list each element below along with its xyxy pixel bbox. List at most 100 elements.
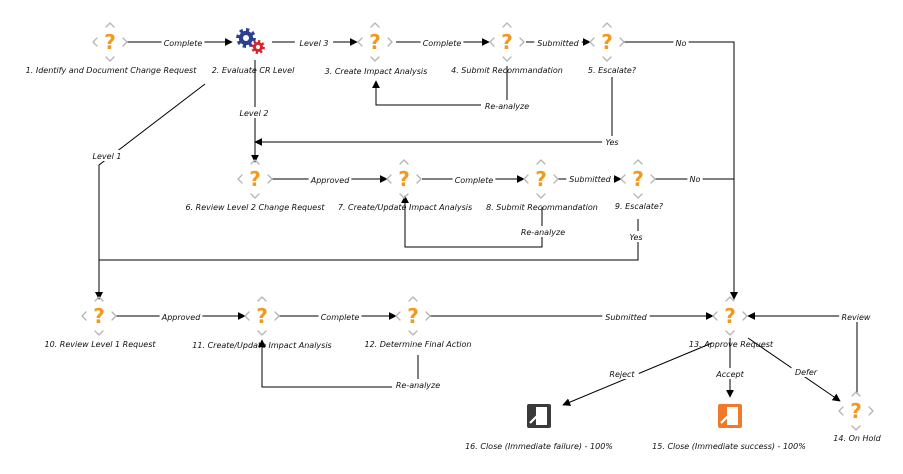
question-task-icon[interactable]: ? bbox=[237, 159, 273, 199]
node-n6[interactable]: ? 6. Review Level 2 Change Request bbox=[185, 159, 325, 212]
edge-label-group: Re-analyze bbox=[481, 100, 533, 111]
question-task-icon[interactable]: ? bbox=[386, 159, 422, 199]
edge-label-group: Accept bbox=[713, 368, 747, 379]
edge-label-background bbox=[87, 150, 127, 161]
question-task-icon[interactable]: ? bbox=[620, 159, 656, 199]
chevron-right-icon bbox=[519, 37, 525, 47]
edge-label-background bbox=[517, 226, 569, 237]
exit-orange-icon[interactable] bbox=[718, 404, 742, 428]
chevron-left-icon bbox=[489, 37, 495, 47]
question-task-icon[interactable]: ? bbox=[838, 391, 874, 431]
node-n15[interactable]: 15. Close (Immediate success) - 100% bbox=[652, 404, 806, 451]
node-n1[interactable]: ?1. Identify and Document Change Request bbox=[26, 22, 198, 75]
node-n16[interactable]: 16. Close (Immediate failure) - 100% bbox=[465, 404, 613, 451]
edge-label-background bbox=[308, 174, 352, 185]
question-mark-icon: ? bbox=[104, 30, 116, 54]
edge-label-background bbox=[294, 37, 334, 48]
chevron-down-icon bbox=[502, 56, 512, 62]
edge-label-group: Re-analyze bbox=[392, 379, 444, 390]
edge-label: Level 2 bbox=[240, 109, 269, 118]
edge-label: Approved bbox=[310, 176, 350, 185]
edge-label: Review bbox=[842, 313, 871, 322]
node-n2[interactable]: 2. Evaluate CR Level bbox=[212, 28, 295, 75]
edge-label-background bbox=[534, 37, 582, 48]
node-label: 2. Evaluate CR Level bbox=[212, 66, 295, 75]
edge-label-group: Submitted bbox=[566, 173, 614, 184]
node-n7[interactable]: ?7. Create/Update Impact Analysis bbox=[338, 159, 472, 212]
node-n11[interactable]: ? 11. Create/Update Impact Analysis bbox=[192, 296, 332, 350]
edge-n14-to-n13[interactable] bbox=[747, 312, 858, 394]
edge-label-background bbox=[839, 311, 873, 322]
chevron-right-icon bbox=[868, 406, 874, 416]
edge-label: No bbox=[690, 175, 701, 184]
node-n13[interactable]: ?13. Approve Request bbox=[689, 296, 774, 349]
chevron-up-icon bbox=[105, 22, 115, 28]
question-mark-icon: ? bbox=[535, 167, 547, 191]
edge-label: Defer bbox=[795, 368, 818, 377]
chevron-up-icon bbox=[536, 159, 546, 165]
exit-dark-icon[interactable] bbox=[527, 404, 551, 428]
edge-label: Re-analyze bbox=[396, 381, 440, 390]
edge-label-group: Approved bbox=[159, 311, 203, 322]
node-label: 15. Close (Immediate success) - 100% bbox=[652, 442, 806, 451]
node-n10[interactable]: ? 10. Review Level 1 Request bbox=[45, 296, 157, 349]
chevron-left-icon bbox=[395, 311, 401, 321]
question-task-icon[interactable]: ? bbox=[395, 296, 431, 336]
node-n3[interactable]: ?3. Create Impact Analysis bbox=[325, 22, 428, 76]
question-task-icon[interactable]: ? bbox=[92, 22, 128, 62]
edge-label: Yes bbox=[605, 138, 618, 147]
node-label: 8. Submit Recommandation bbox=[486, 203, 598, 212]
edge-label-background bbox=[234, 107, 274, 118]
question-mark-icon: ? bbox=[256, 304, 268, 328]
gears-icon[interactable] bbox=[236, 28, 265, 54]
chevron-down-icon bbox=[725, 330, 735, 336]
chevron-up-icon bbox=[851, 391, 861, 397]
chevron-right-icon bbox=[742, 311, 748, 321]
question-task-icon[interactable]: ? bbox=[589, 22, 625, 62]
chevron-up-icon bbox=[602, 22, 612, 28]
edge-n4-to-n3[interactable] bbox=[372, 66, 508, 106]
node-label: 6. Review Level 2 Change Request bbox=[185, 203, 325, 212]
edge-n12-to-n11[interactable] bbox=[258, 339, 419, 388]
exit-arrow-head bbox=[536, 410, 543, 417]
node-label: 11. Create/Update Impact Analysis bbox=[192, 341, 331, 350]
question-task-icon[interactable]: ? bbox=[244, 296, 280, 336]
node-n12[interactable]: ? 12. Determine Final Action bbox=[364, 296, 472, 349]
edge-label-background bbox=[420, 37, 464, 48]
exit-arrow bbox=[720, 411, 733, 424]
edge-label: Re-analyze bbox=[485, 102, 529, 111]
edge-label: Level 3 bbox=[300, 39, 329, 48]
node-n14[interactable]: ?14. On Hold bbox=[833, 391, 882, 443]
node-n9[interactable]: ?9. Escalate? bbox=[615, 159, 664, 211]
node-n4[interactable]: ?4. Submit Recommandation bbox=[451, 22, 563, 75]
chevron-down-icon bbox=[250, 193, 260, 199]
node-n5[interactable]: ?5. Escalate? bbox=[588, 22, 637, 75]
node-label: 12. Determine Final Action bbox=[364, 340, 471, 349]
edge-label: Re-analyze bbox=[521, 228, 565, 237]
question-mark-icon: ? bbox=[632, 167, 644, 191]
edge-label-group: Complete bbox=[161, 37, 205, 48]
question-task-icon[interactable]: ? bbox=[523, 159, 559, 199]
edge-label: Submitted bbox=[605, 313, 647, 322]
edge-n2-to-n10[interactable] bbox=[95, 83, 206, 300]
edges-layer bbox=[95, 38, 858, 406]
question-task-icon[interactable]: ? bbox=[489, 22, 525, 62]
node-n8[interactable]: ? 8. Submit Recommandation bbox=[486, 159, 598, 212]
edge-label-group: No bbox=[687, 173, 703, 184]
edge-n9-to-n13[interactable] bbox=[655, 178, 738, 300]
edge-label-background bbox=[161, 37, 205, 48]
chevron-left-icon bbox=[838, 406, 844, 416]
question-task-icon[interactable]: ? bbox=[81, 296, 117, 336]
question-task-icon[interactable]: ? bbox=[712, 296, 748, 336]
question-mark-icon: ? bbox=[398, 167, 410, 191]
edge-label-group: Yes bbox=[602, 136, 622, 147]
edge-label-group: Review bbox=[839, 311, 873, 322]
chevron-right-icon bbox=[111, 311, 117, 321]
question-task-icon[interactable]: ? bbox=[357, 22, 393, 62]
chevron-up-icon bbox=[94, 296, 104, 302]
node-label: 10. Review Level 1 Request bbox=[45, 340, 157, 349]
edge-n5-to-n6[interactable] bbox=[254, 77, 613, 146]
chevron-left-icon bbox=[620, 174, 626, 184]
chevron-left-icon bbox=[386, 174, 392, 184]
